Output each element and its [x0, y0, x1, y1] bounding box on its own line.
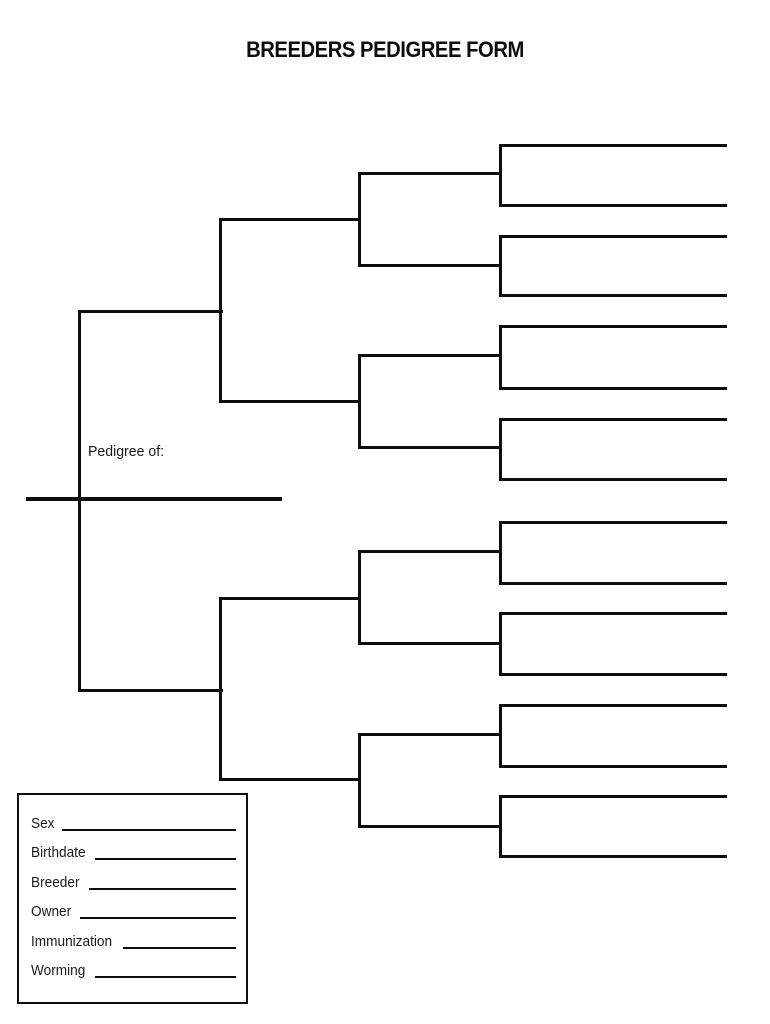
- subject-name-line[interactable]: [26, 497, 282, 501]
- ancestor-name-line-g3-4[interactable]: [358, 446, 502, 449]
- ancestor-name-line-g4-5[interactable]: [499, 325, 727, 328]
- owner-label: Owner: [31, 904, 72, 921]
- connector-gggparents-4: [499, 418, 502, 481]
- ancestor-name-line-g4-12[interactable]: [499, 673, 727, 676]
- info-row-breeder: Breeder: [31, 868, 238, 898]
- ancestor-name-line-g4-14[interactable]: [499, 765, 727, 768]
- ancestor-name-line-g4-8[interactable]: [499, 478, 727, 481]
- ancestor-name-line-g4-9[interactable]: [499, 521, 727, 524]
- ancestor-name-line-g4-10[interactable]: [499, 582, 727, 585]
- birthdate-fill-line[interactable]: [95, 858, 236, 861]
- ancestor-name-line-g3-8[interactable]: [358, 825, 502, 828]
- connector-gggparents-6: [499, 612, 502, 676]
- ancestor-name-line-g2-1[interactable]: [219, 218, 361, 221]
- ancestor-name-line-g3-3[interactable]: [358, 354, 502, 357]
- info-box: Sex Birthdate Breeder Owner Immunization…: [17, 793, 248, 1004]
- birthdate-label: Birthdate: [31, 845, 86, 862]
- connector-ggparents-1: [358, 172, 361, 267]
- sex-fill-line[interactable]: [62, 828, 236, 831]
- ancestor-name-line-g4-3[interactable]: [499, 235, 727, 238]
- connector-gggparents-5: [499, 521, 502, 585]
- connector-ggparents-4: [358, 733, 361, 828]
- info-row-sex: Sex: [31, 809, 238, 839]
- connector-grandparents-bottom: [219, 597, 222, 781]
- ancestor-name-line-g3-7[interactable]: [358, 733, 502, 736]
- breeder-label: Breeder: [31, 874, 80, 891]
- connector-gggparents-8: [499, 795, 502, 858]
- ancestor-name-line-g1-1[interactable]: [78, 310, 223, 313]
- ancestor-name-line-g4-16[interactable]: [499, 855, 727, 858]
- connector-ggparents-3: [358, 550, 361, 645]
- ancestor-name-line-g4-1[interactable]: [499, 144, 727, 147]
- connector-gggparents-7: [499, 704, 502, 768]
- ancestor-name-line-g3-5[interactable]: [358, 550, 502, 553]
- ancestor-name-line-g4-13[interactable]: [499, 704, 727, 707]
- owner-fill-line[interactable]: [79, 917, 236, 920]
- ancestor-name-line-g4-11[interactable]: [499, 612, 727, 615]
- worming-label: Worming: [31, 963, 86, 980]
- connector-parents: [78, 310, 81, 692]
- ancestor-name-line-g3-6[interactable]: [358, 642, 502, 645]
- ancestor-name-line-g3-2[interactable]: [358, 264, 502, 267]
- sex-label: Sex: [31, 815, 55, 832]
- info-row-immunization: Immunization: [31, 927, 238, 957]
- connector-ggparents-2: [358, 354, 361, 449]
- info-row-worming: Worming: [31, 957, 238, 987]
- ancestor-name-line-g2-2[interactable]: [219, 400, 361, 403]
- connector-grandparents-top: [219, 218, 222, 403]
- ancestor-name-line-g1-2[interactable]: [78, 689, 223, 692]
- ancestor-name-line-g4-4[interactable]: [499, 294, 727, 297]
- ancestor-name-line-g4-2[interactable]: [499, 204, 727, 207]
- connector-gggparents-2: [499, 235, 502, 297]
- immunization-label: Immunization: [31, 933, 113, 950]
- ancestor-name-line-g2-4[interactable]: [219, 778, 361, 781]
- connector-gggparents-1: [499, 144, 502, 207]
- ancestor-name-line-g4-7[interactable]: [499, 418, 727, 421]
- pedigree-of-label: Pedigree of:: [88, 443, 165, 460]
- ancestor-name-line-g3-1[interactable]: [358, 172, 502, 175]
- connector-gggparents-3: [499, 325, 502, 390]
- info-row-owner: Owner: [31, 898, 238, 928]
- ancestor-name-line-g4-6[interactable]: [499, 387, 727, 390]
- page-title: BREEDERS PEDIGREE FORM: [246, 37, 524, 62]
- breeder-fill-line[interactable]: [88, 887, 236, 890]
- ancestor-name-line-g4-15[interactable]: [499, 795, 727, 798]
- ancestor-name-line-g2-3[interactable]: [219, 597, 361, 600]
- worming-fill-line[interactable]: [94, 976, 236, 979]
- immunization-fill-line[interactable]: [123, 946, 236, 949]
- info-row-birthdate: Birthdate: [31, 839, 238, 869]
